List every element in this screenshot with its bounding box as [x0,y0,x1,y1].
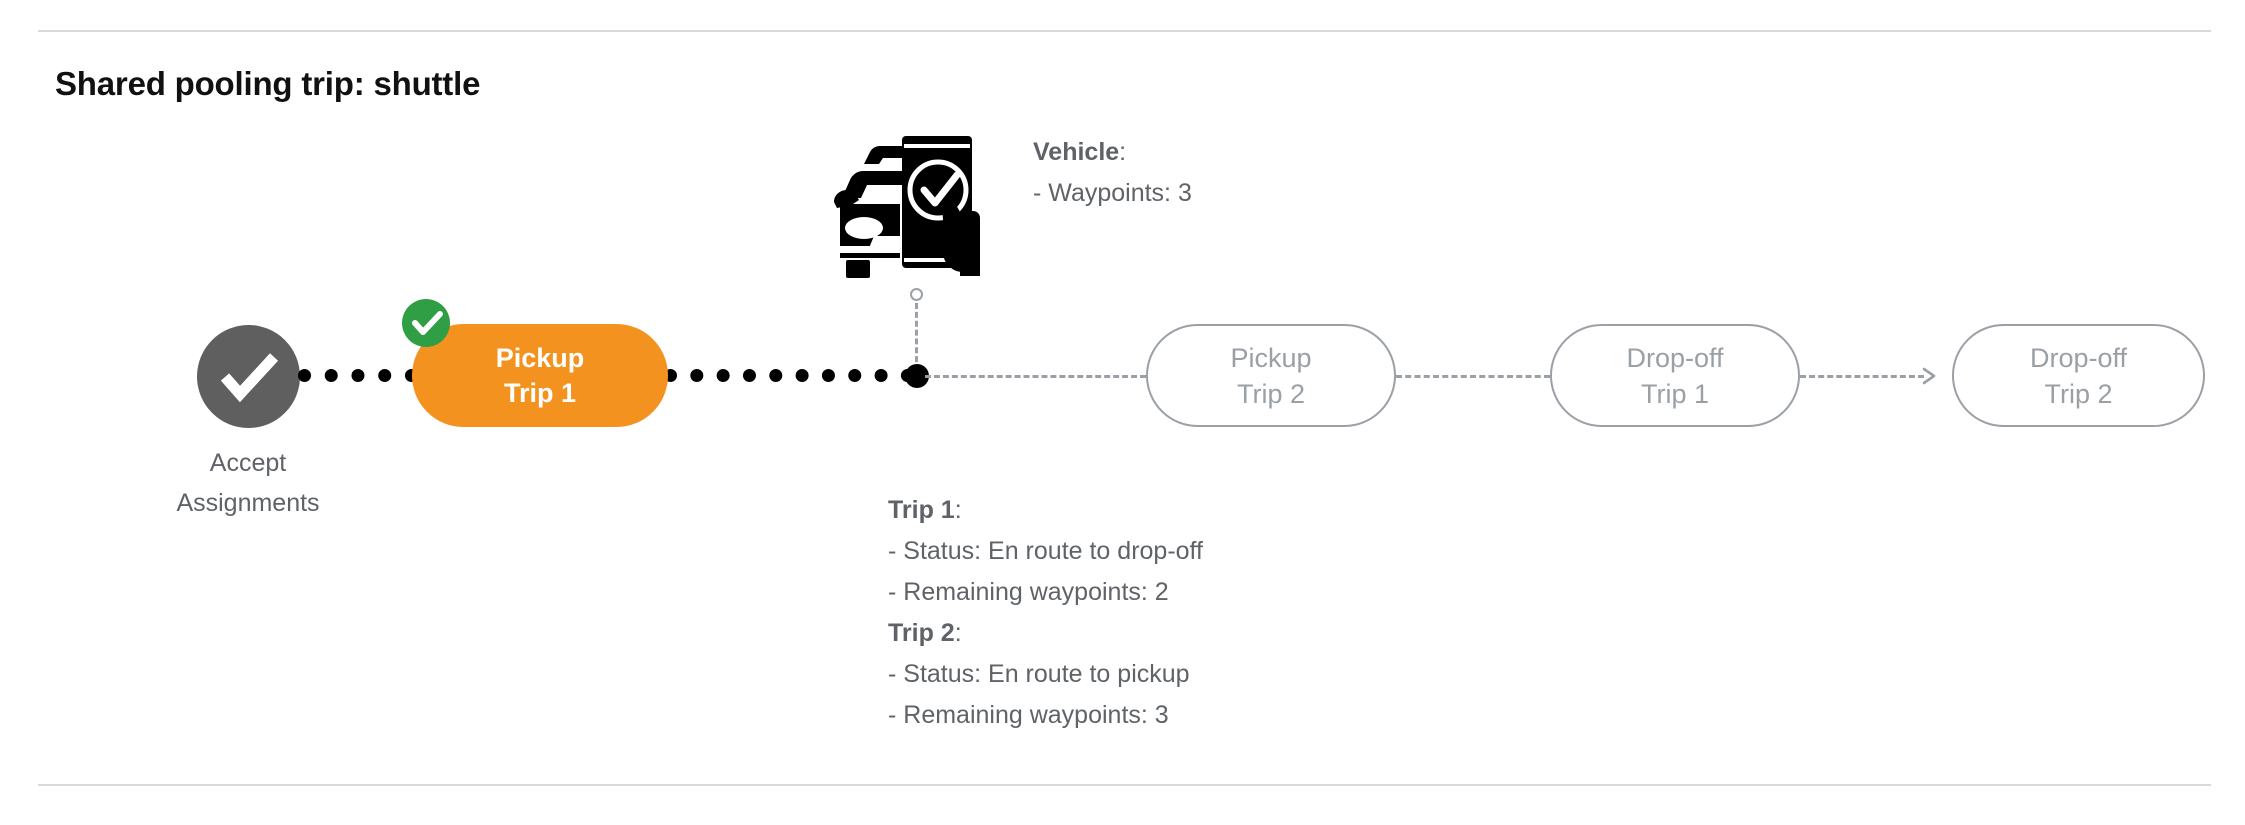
vehicle-callout-heading: Vehicle: [1033,132,1192,173]
step-pickup-trip-2-line2: Trip 2 [1236,378,1305,409]
step-dropoff-trip-1[interactable]: Drop-off Trip 1 [1550,324,1800,427]
trip-1-status: - Status: En route to drop-off [888,537,1203,565]
accept-assignments-label: Accept Assignments [148,443,348,523]
trip-2-waypoints: - Remaining waypoints: 3 [888,701,1169,729]
trip-2-status: - Status: En route to pickup [888,660,1190,688]
trip-1-heading-text: Trip 1 [888,496,955,524]
connector-completed-2 [664,369,914,382]
step-pickup-trip-2-line1: Pickup [1230,342,1312,373]
step-dropoff-trip-1-line2: Trip 1 [1640,378,1709,409]
top-divider [38,30,2211,32]
vehicle-position-stem [915,303,918,371]
connector-pending-1 [925,375,1146,378]
trip-details-block: Trip 1: - Status: En route to drop-off -… [888,490,1203,736]
step-pickup-trip-1-line1: Pickup [495,342,585,373]
step-dropoff-trip-1-line1: Drop-off [1626,342,1724,373]
connector-pending-2 [1396,375,1550,378]
arrow-right-icon [1920,364,1944,388]
vehicle-heading-colon: : [1119,138,1127,166]
trip-2-heading-colon: : [954,619,962,647]
bottom-divider [38,784,2211,786]
vehicle-position-ring-icon [910,288,923,301]
car-phone-check-icon [812,118,1002,286]
page-title: Shared pooling trip: shuttle [55,65,481,102]
step-dropoff-trip-2-line1: Drop-off [2029,342,2128,373]
step-pickup-trip-1-line2: Trip 1 [503,377,577,408]
trip-1-heading-colon: : [954,496,962,524]
accept-assignments-node[interactable] [197,325,300,428]
vehicle-callout: Vehicle: - Waypoints: 3 [1033,132,1192,214]
step-pickup-trip-2[interactable]: Pickup Trip 2 [1146,324,1396,427]
vehicle-waypoints-line: - Waypoints: 3 [1033,179,1192,207]
vehicle-heading-text: Vehicle [1033,138,1120,166]
accept-assignments-label-line1: Accept [209,449,287,477]
trip-2-heading: Trip 2: [888,613,1203,654]
connector-pending-3 [1800,375,1924,378]
trip-1-heading: Trip 1: [888,490,1203,531]
step-pickup-trip-1[interactable]: Pickup Trip 1 [412,324,668,427]
connector-completed-1 [298,369,418,382]
check-badge-icon [402,299,450,347]
trip-1-waypoints: - Remaining waypoints: 2 [888,578,1169,606]
step-dropoff-trip-2-line2: Trip 2 [2044,378,2113,409]
trip-2-heading-text: Trip 2 [888,619,955,647]
step-dropoff-trip-2[interactable]: Drop-off Trip 2 [1952,324,2205,427]
accept-assignments-label-line2: Assignments [176,489,320,517]
